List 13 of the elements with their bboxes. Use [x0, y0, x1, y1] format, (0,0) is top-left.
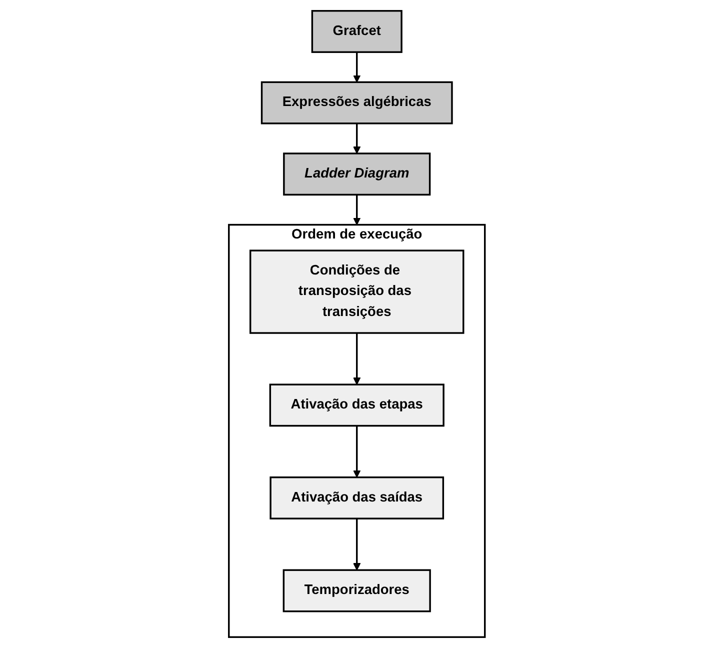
node-box: Grafcet — [311, 10, 403, 53]
node-box: Expressões algébricas — [261, 81, 453, 124]
arrow — [353, 194, 361, 226]
node-box: Ladder Diagram — [283, 152, 431, 196]
node-box: Temporizadores — [282, 569, 432, 612]
node-box: Condições de transposição das transições — [250, 250, 464, 334]
arrow — [353, 52, 361, 83]
arrow — [353, 518, 361, 570]
arrow — [353, 333, 361, 385]
node-box: Ativação das saídas — [270, 476, 444, 520]
arrow — [353, 426, 361, 478]
arrow — [353, 123, 361, 154]
node-box: Ativação das etapas — [269, 384, 445, 427]
